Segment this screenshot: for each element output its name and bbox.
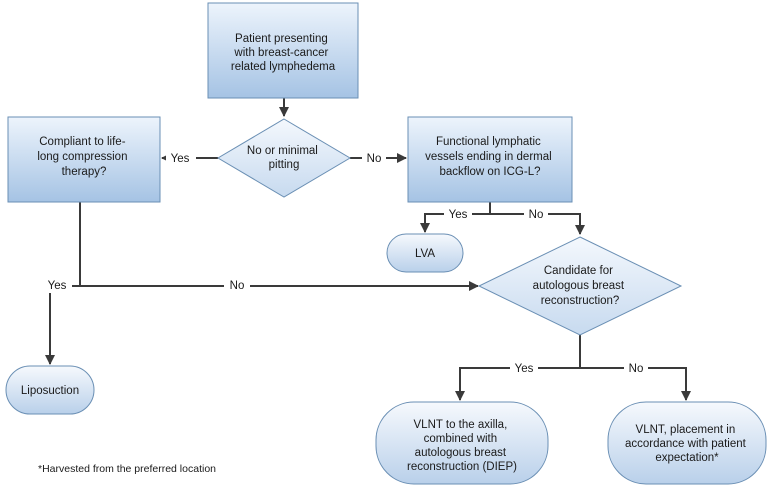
edges [45,98,691,401]
node-lva: LVA [386,233,464,273]
node-functional: Functional lymphatic vessels ending in d… [407,116,573,203]
node-lva-text: LVA [415,248,435,260]
edge-compliant-to-liposuction [45,285,80,365]
node-vlnt-axilla-text: VLNT to the axilla, combined with autolo… [407,419,517,473]
label-candidate-yes: Yes [515,363,534,375]
node-compliant-text: Compliant to life- long compression ther… [37,136,130,178]
node-candidate: Candidate for autologous breast reconstr… [477,236,683,336]
label-compliant-yes: Yes [48,280,67,292]
node-vlnt-placement-text: VLNT, placement in accordance with patie… [625,424,749,464]
edge-functional-to-candidate [490,213,585,235]
label-pitting-no: No [367,153,382,165]
node-functional-text: Functional lymphatic vessels ending in d… [425,136,555,178]
node-compliant: Compliant to life- long compression ther… [7,116,161,203]
label-candidate-no: No [629,363,644,375]
node-candidate-text: Candidate for autologous breast reconstr… [533,265,628,307]
footnote: *Harvested from the preferred location [38,463,216,475]
node-liposuction-text: Liposuction [21,385,79,397]
edge-candidate-to-vlnt-placement [580,367,691,401]
node-vlnt-placement: VLNT, placement in accordance with patie… [607,401,767,485]
label-compliant-no: No [230,280,245,292]
edge-labels: Yes No Yes No Yes No Yes No [44,150,648,375]
node-start-text: Patient presenting with breast-cancer re… [231,33,336,73]
label-pitting-yes: Yes [171,153,190,165]
node-liposuction: Liposuction [5,365,95,415]
node-start: Patient presenting with breast-cancer re… [207,2,359,99]
node-pitting-text: No or minimal pitting [247,145,321,171]
node-pitting: No or minimal pitting [217,118,351,198]
label-functional-yes: Yes [449,209,468,221]
edge-candidate-to-vlnt-axilla [455,367,580,401]
node-vlnt-axilla: VLNT to the axilla, combined with autolo… [375,401,549,485]
label-functional-no: No [529,209,544,221]
